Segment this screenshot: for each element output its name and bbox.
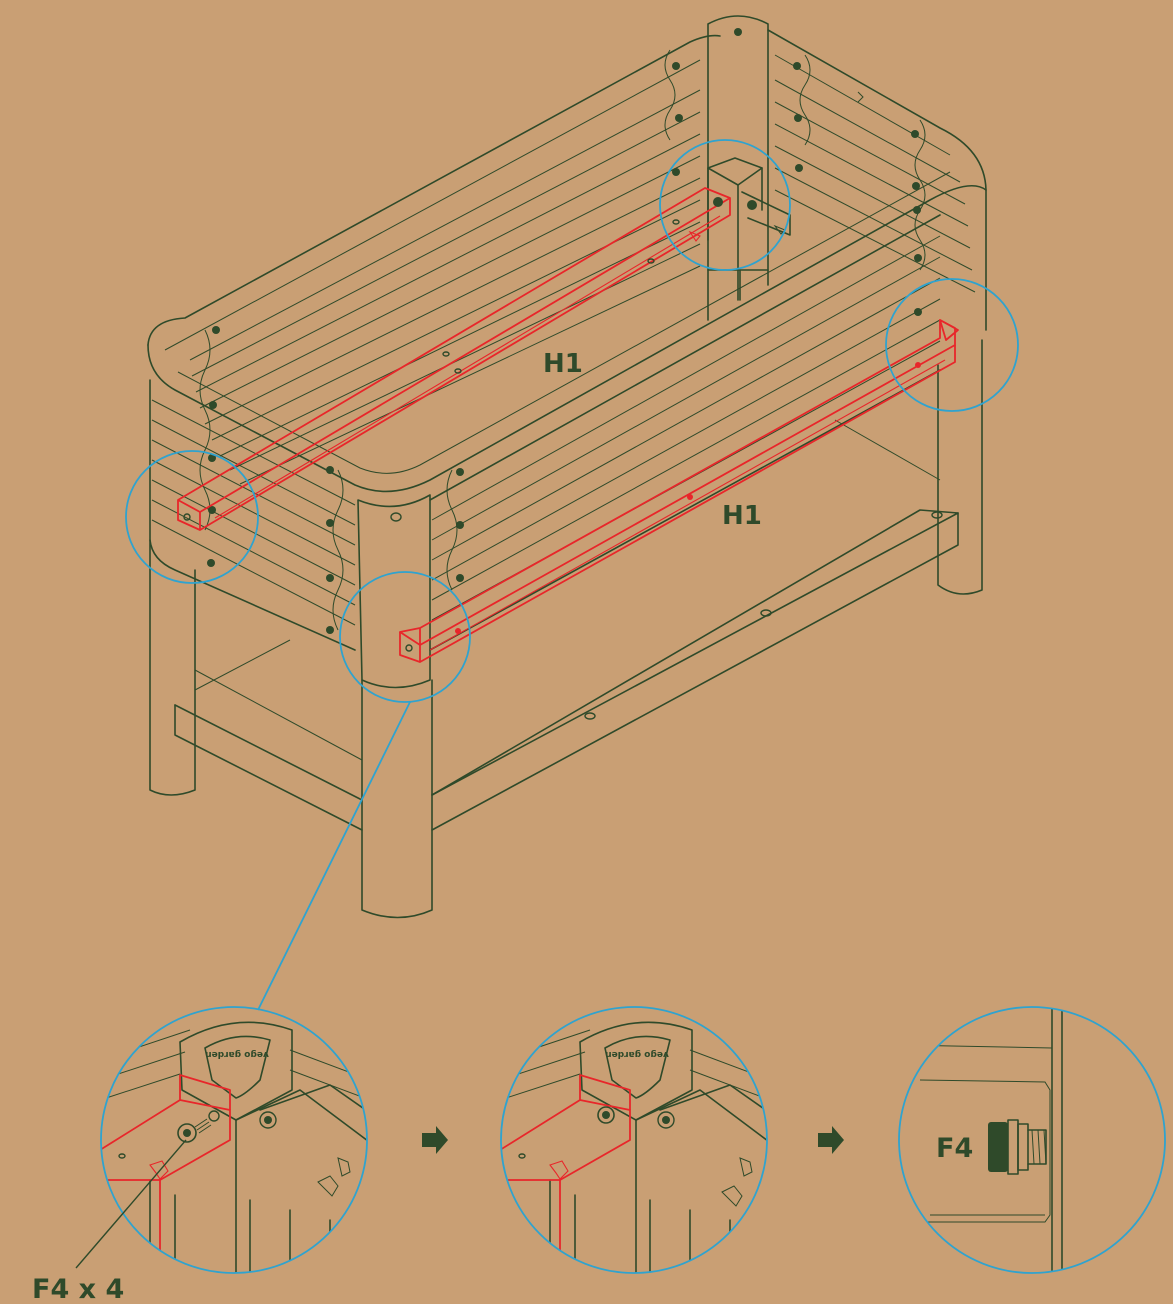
rail-h1-front xyxy=(399,319,959,663)
callout-circles xyxy=(125,139,1019,1011)
fastener-label: F4 xyxy=(936,1133,973,1164)
bolt-f4-icon xyxy=(177,1110,220,1143)
detail-step-2: vego garden xyxy=(500,1006,768,1274)
brand-mark-2: vego garden xyxy=(605,1049,669,1059)
raised-bed-frame xyxy=(147,15,987,919)
rail-label-back: H1 xyxy=(543,349,583,379)
rail-h1-back xyxy=(177,187,731,531)
bolt-f4-side-icon xyxy=(988,1119,1047,1175)
rail-label-front: H1 xyxy=(722,501,762,531)
brand-mark-1: vego garden xyxy=(205,1049,269,1059)
detail-step-1: vego garden xyxy=(75,1006,368,1274)
arrow-right-icon xyxy=(818,1126,844,1154)
fastener-count-label: F4 x 4 xyxy=(32,1274,124,1304)
arrow-right-icon xyxy=(422,1126,448,1154)
detail-step-3 xyxy=(898,1006,1166,1274)
